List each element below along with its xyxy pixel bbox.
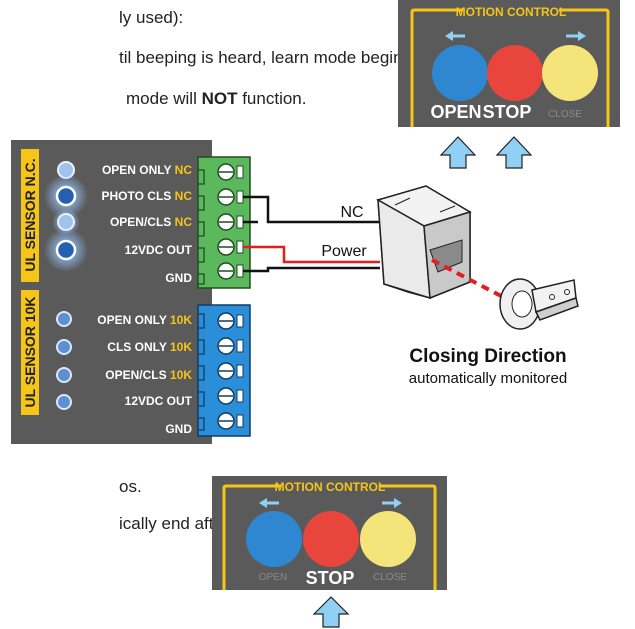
close-button[interactable] <box>542 45 598 101</box>
stop-button-label: STOP <box>306 568 355 588</box>
terminal-label: OPEN/CLS 10K <box>105 368 192 382</box>
close-button[interactable] <box>360 511 416 567</box>
power-wire-label: Power <box>321 243 367 260</box>
terminal-label: GND <box>165 271 192 285</box>
open-button[interactable] <box>432 45 488 101</box>
open-button-label: OPEN <box>430 102 481 122</box>
up-arrow-icon <box>495 136 533 169</box>
sensor-board-background <box>11 140 212 444</box>
led-indicator <box>56 394 72 410</box>
screw-terminal <box>217 163 244 181</box>
power-wire-red <box>243 245 380 264</box>
right-arrow-icon <box>566 31 586 41</box>
stop-button[interactable] <box>303 511 359 567</box>
ul-sensor-nc-label: UL SENSOR N.C. <box>22 158 38 271</box>
terminal-label: OPEN ONLY NC <box>102 163 192 177</box>
screw-terminal <box>217 213 244 231</box>
wires <box>243 195 380 273</box>
screw-terminal <box>217 387 244 405</box>
instruction-line-4: os. <box>119 477 142 496</box>
reflector-icon <box>499 278 579 330</box>
terminal-label: GND <box>165 422 192 436</box>
up-arrow-icon <box>312 596 350 628</box>
led-indicator <box>56 339 72 355</box>
up-arrow-icon <box>439 136 477 169</box>
terminal-label: PHOTO CLS NC <box>102 189 193 203</box>
instruction-not-bold: NOT <box>201 89 238 108</box>
instruction-line-3-post: function. <box>237 89 307 108</box>
led-indicator <box>52 208 80 236</box>
photo-eye-sensor <box>376 185 472 300</box>
led-indicator-glowing <box>44 174 88 218</box>
instruction-line-3: mode will NOT function. <box>126 89 306 109</box>
closing-direction-subtitle: automatically monitored <box>409 370 567 387</box>
left-arrow-icon <box>445 31 465 41</box>
ul-sensor-10k-label: UL SENSOR 10K <box>22 297 38 408</box>
stop-button[interactable] <box>487 45 543 101</box>
right-arrow-icon <box>382 498 402 508</box>
led-indicator-glowing <box>44 228 88 272</box>
closing-direction-title: Closing Direction <box>409 346 566 367</box>
motion-control-top-title: MOTION CONTROL <box>456 5 567 19</box>
terminal-label: OPEN ONLY 10K <box>97 313 192 327</box>
instruction-line-1: ly used): <box>119 8 184 27</box>
left-arrow-icon <box>259 498 279 508</box>
led-indicator <box>56 367 72 383</box>
motion-control-bottom-title: MOTION CONTROL <box>275 480 386 494</box>
open-button[interactable] <box>246 511 302 567</box>
motion-control-panel-top: MOTION CONTROL OPEN STOP CLOSE <box>398 0 620 127</box>
instruction-line-3-pre: mode will <box>126 89 202 108</box>
sensor-board: UL SENSOR N.C. UL SENSOR 10K OPEN ONLY N… <box>11 140 251 444</box>
screw-terminal <box>217 362 244 380</box>
gnd-wire-black <box>243 266 380 273</box>
stop-button-label: STOP <box>483 102 532 122</box>
screw-terminal <box>217 238 244 256</box>
screw-terminal <box>217 188 244 206</box>
screw-terminal <box>217 312 244 330</box>
close-button-label: CLOSE <box>373 572 407 583</box>
screw-terminal <box>217 262 244 280</box>
open-button-label: OPEN <box>259 572 287 583</box>
terminal-label: 12VDC OUT <box>125 243 193 257</box>
close-button-label: CLOSE <box>548 109 582 120</box>
instruction-line-2: til beeping is heard, learn mode begins. <box>119 48 416 67</box>
nc-wire-black <box>243 195 380 224</box>
nc-wire-label: NC <box>340 204 363 221</box>
terminal-label: 12VDC OUT <box>125 394 193 408</box>
terminal-label: CLS ONLY 10K <box>107 340 192 354</box>
terminal-label: OPEN/CLS NC <box>110 215 192 229</box>
screw-terminal <box>217 337 244 355</box>
screw-terminal <box>217 412 244 430</box>
motion-control-panel-bottom: MOTION CONTROL OPEN STOP CLOSE <box>212 476 447 590</box>
led-indicator <box>56 311 72 327</box>
